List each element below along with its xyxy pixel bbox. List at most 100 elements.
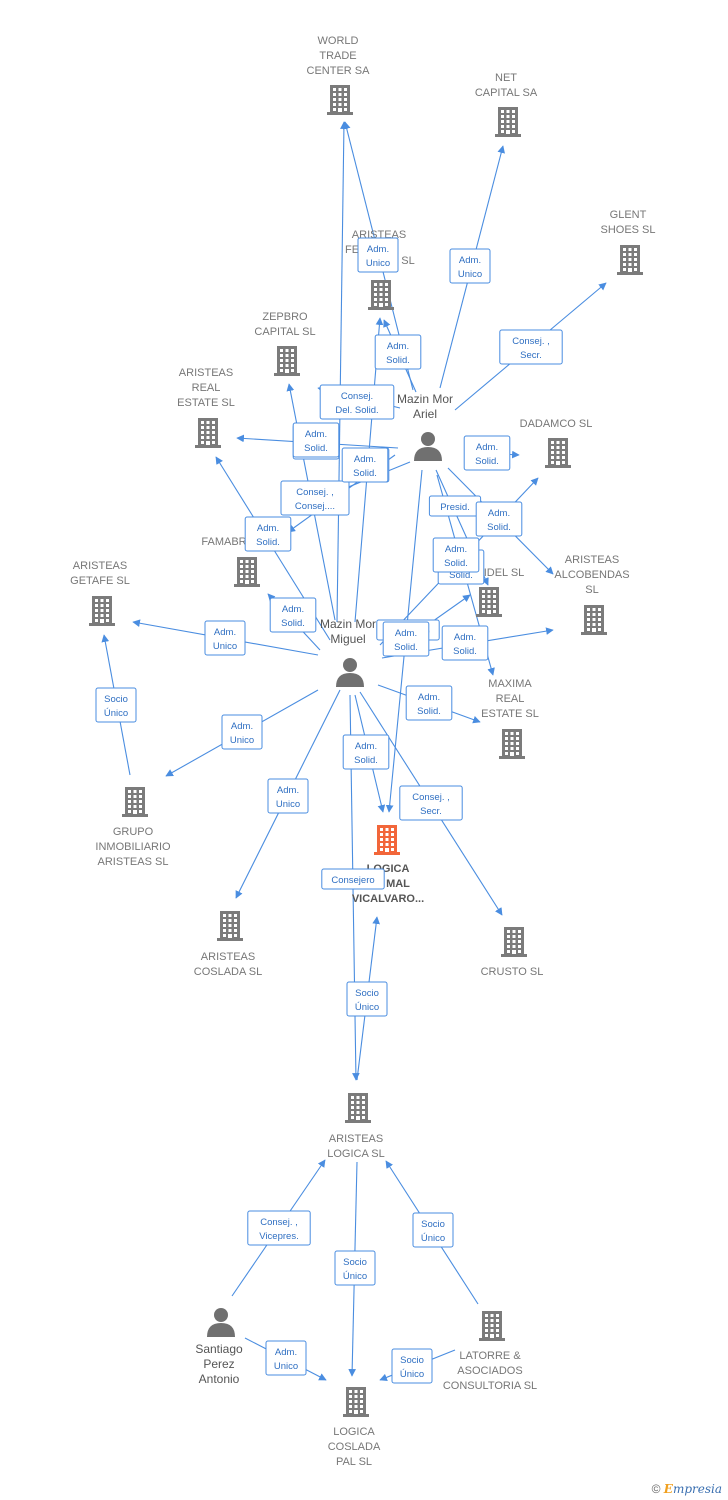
edge-label-text: Adm.	[476, 442, 498, 453]
node-label-line: GETAFE SL	[70, 575, 130, 587]
node-latorre[interactable]: LATORRE & ASOCIADOS CONSULTORIA SL	[443, 1311, 537, 1392]
edge-label-text: Consej....	[295, 501, 335, 512]
edge-label-miguel-to-crusto[interactable]: Consej. ,Secr.	[399, 785, 463, 821]
edge-label-miguel-to-logica_vic[interactable]: Adm.Solid.	[342, 734, 390, 770]
brand-logo-initial: E	[663, 1482, 673, 1496]
edge-label-ariel-to-net[interactable]: Adm.Unico	[449, 248, 491, 284]
edge-label-miguel-to-logica_sl[interactable]: Consejero	[321, 868, 385, 890]
building-icon	[545, 438, 571, 468]
edge-label-text: Solid.	[304, 443, 328, 454]
node-label-line: ASOCIADOS	[457, 1365, 522, 1377]
node-label-line: Antonio	[199, 1372, 240, 1386]
edge-label-text: Adm.	[282, 604, 304, 615]
node-logica_vic[interactable]: LOGICAMALVICALVARO...	[352, 825, 424, 905]
node-famabr[interactable]: FAMABR	[201, 536, 260, 587]
edge-label-miguel-to-ferret[interactable]: Adm.Solid.	[341, 447, 389, 483]
edge-label-miguel-to-coslada[interactable]: Adm.Unico	[267, 778, 309, 814]
edge-label-text: Consej. ,	[296, 487, 334, 498]
node-label-line: ARISTEAS SL	[98, 856, 169, 868]
edge-label-text: Solid.	[449, 570, 473, 581]
edge-label-ariel-to-glent[interactable]: Consej. ,Secr.	[499, 329, 563, 365]
edge-label-miguel-to-zepbro[interactable]: Adm.Solid.	[292, 422, 340, 458]
node-label-line: DADAMCO SL	[520, 418, 593, 430]
edge-label-ariel-to-logica_vic[interactable]: Adm. Solid.	[432, 537, 480, 573]
edge-label-text: Adm.	[488, 508, 510, 519]
node-label-line: CENTER SA	[307, 65, 371, 77]
edge-label-santiago-to-logica_pal[interactable]: Adm.Unico	[265, 1340, 307, 1376]
edge-label-miguel-to-alcobendas[interactable]: Adm.Solid.	[441, 625, 489, 661]
edge-label-ariel-to-dadamco[interactable]: Adm.Solid.	[463, 435, 511, 471]
edge-label-ariel-to-idel[interactable]: Presid.	[428, 495, 482, 517]
node-label-line: NET	[495, 72, 517, 84]
building-icon	[476, 587, 502, 617]
edge-label-text: Socio	[343, 1257, 367, 1268]
node-label-line: REAL	[192, 382, 221, 394]
edge-label-text: Solid.	[453, 646, 477, 657]
edge-label-miguel-to-grupo[interactable]: Adm. Unico	[221, 714, 263, 750]
edge-label-ariel-to-famabr[interactable]: Consej. , Consej....	[280, 480, 350, 516]
edge-label-santiago-to-logica_sl[interactable]: Consej. ,Vicepres.	[247, 1210, 311, 1246]
edge-label-text: Consej. ,	[260, 1217, 298, 1228]
node-label-line: LOGICA SL	[327, 1148, 384, 1160]
person-icon	[207, 1308, 235, 1337]
edge-label-text: Adm.	[445, 544, 467, 555]
edge-label-text: Único	[104, 708, 128, 719]
edge-label-miguel-to-famabr[interactable]: Adm.Solid.	[269, 597, 317, 633]
edge-label-text: Unico	[230, 735, 254, 746]
node-dadamco[interactable]: DADAMCO SL	[520, 418, 593, 468]
node-label-line: Ariel	[413, 407, 437, 421]
edge-label-text: Secr.	[420, 806, 442, 817]
node-label-line: ALCOBENDAS	[554, 569, 629, 581]
edge-label-text: Socio	[421, 1219, 445, 1230]
edge-label-text: Solid.	[353, 468, 377, 479]
footer-brand[interactable]: © Empresia	[652, 1482, 722, 1496]
edge-label-text: Solid.	[444, 558, 468, 569]
node-label-line: PAL SL	[336, 1456, 372, 1468]
edge-label-miguel-to-maxima[interactable]: Adm.Solid.	[405, 685, 453, 721]
edge-label-text: Unico	[276, 799, 300, 810]
node-crusto[interactable]: CRUSTO SL	[481, 927, 544, 978]
edge-label-ariel-to-ferret[interactable]: Adm.Solid.	[374, 334, 422, 370]
node-label-line: Perez	[203, 1357, 234, 1371]
node-idel[interactable]: IDEL SL	[476, 567, 524, 617]
edge-label-miguel-to-idel[interactable]: Adm.Solid.	[382, 621, 430, 657]
edge-label-text: Solid.	[354, 755, 378, 766]
node-label-line: MAXIMA	[488, 678, 532, 690]
edge-label-text: Secr.	[520, 350, 542, 361]
edge-label-miguel-to-realestate[interactable]: Adm.Solid.	[244, 516, 292, 552]
edge-label-text: Solid.	[487, 522, 511, 533]
node-label-line: LATORRE &	[459, 1350, 521, 1362]
brand-logo-text: mpresia	[672, 1482, 722, 1496]
edge-label-text: Adm.	[231, 721, 253, 732]
edge-label-miguel-to-wtc[interactable]: Adm.Unico	[357, 237, 399, 273]
edge-label-miguel-to-getafe[interactable]: Adm.Unico	[204, 620, 246, 656]
building-icon	[234, 557, 260, 587]
edge-label-text: Consejero	[331, 875, 374, 886]
node-label-line: CONSULTORIA SL	[443, 1380, 537, 1392]
edge-label-ariel-to-zepbro[interactable]: Consej.Del. Solid.	[319, 384, 395, 420]
edge-label-ariel-to-alcobendas[interactable]: Adm. Solid.	[475, 501, 523, 537]
